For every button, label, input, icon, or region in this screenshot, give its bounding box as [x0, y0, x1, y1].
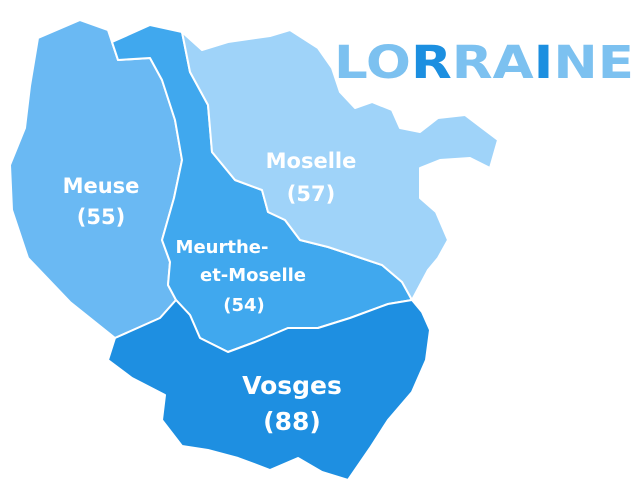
- title-letter: L: [334, 36, 367, 89]
- vosges-name: Vosges: [242, 371, 342, 400]
- moselle-code: (57): [287, 182, 335, 206]
- title-letter: A: [493, 36, 534, 89]
- title-letter: O: [366, 36, 411, 89]
- meurthe-et-moselle-code: (54): [223, 295, 265, 316]
- title-letter: R: [411, 36, 452, 89]
- title-letter: I: [534, 36, 554, 89]
- meuse-code: (55): [77, 205, 125, 229]
- dept-vosges[interactable]: [107, 299, 431, 481]
- moselle-name: Moselle: [266, 149, 357, 173]
- title-letter: N: [553, 36, 597, 89]
- meuse-name: Meuse: [63, 174, 140, 198]
- vosges-code: (88): [263, 407, 321, 436]
- meurthe-et-moselle-name-line1: Meurthe-: [176, 237, 269, 258]
- title-letter: E: [598, 36, 634, 89]
- title-letter: R: [452, 36, 493, 89]
- meurthe-et-moselle-name-line2: et-Moselle: [200, 265, 306, 286]
- dept-moselle[interactable]: [181, 29, 499, 301]
